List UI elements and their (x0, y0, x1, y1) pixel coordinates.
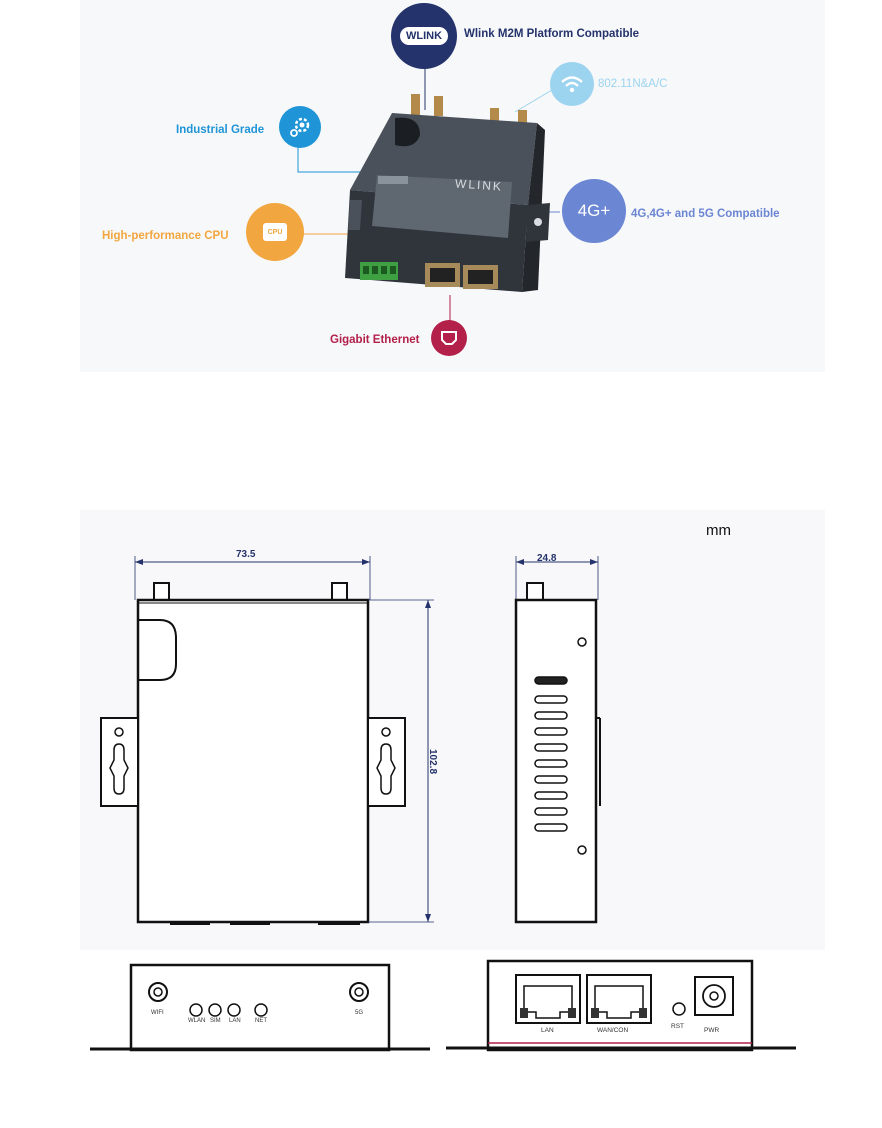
wlink-platform-label: Wlink M2M Platform Compatible (464, 28, 640, 40)
unit-label: mm (706, 522, 731, 539)
wlink-logo: WLINK (399, 27, 449, 45)
router-illustration (345, 94, 550, 292)
ethernet-icon (431, 320, 467, 356)
cellular-label: 4G,4G+ and 5G Compatible (631, 208, 780, 220)
width-dimension-label: 73.5 (236, 549, 256, 560)
cpu-icon: CPU (246, 203, 304, 261)
wifi-label: 802.11N&A/C (598, 78, 668, 90)
cpu-label: High-performance CPU (102, 230, 229, 242)
cpu-chip: CPU (263, 223, 287, 241)
technical-drawing (90, 556, 796, 1052)
wifi-icon (550, 62, 594, 106)
cellular-badge-text: 4G+ (577, 201, 611, 220)
wlink-cloud-icon: WLINK (391, 3, 457, 69)
feature-connectors (297, 62, 560, 322)
industrial-grade-label: Industrial Grade (176, 124, 265, 136)
depth-dimension-label: 24.8 (537, 553, 557, 564)
gear-icon (279, 106, 321, 148)
ethernet-label: Gigabit Ethernet (330, 334, 420, 346)
height-dimension-label: 102.8 (427, 748, 439, 775)
cellular-badge: 4G+ (562, 179, 626, 243)
